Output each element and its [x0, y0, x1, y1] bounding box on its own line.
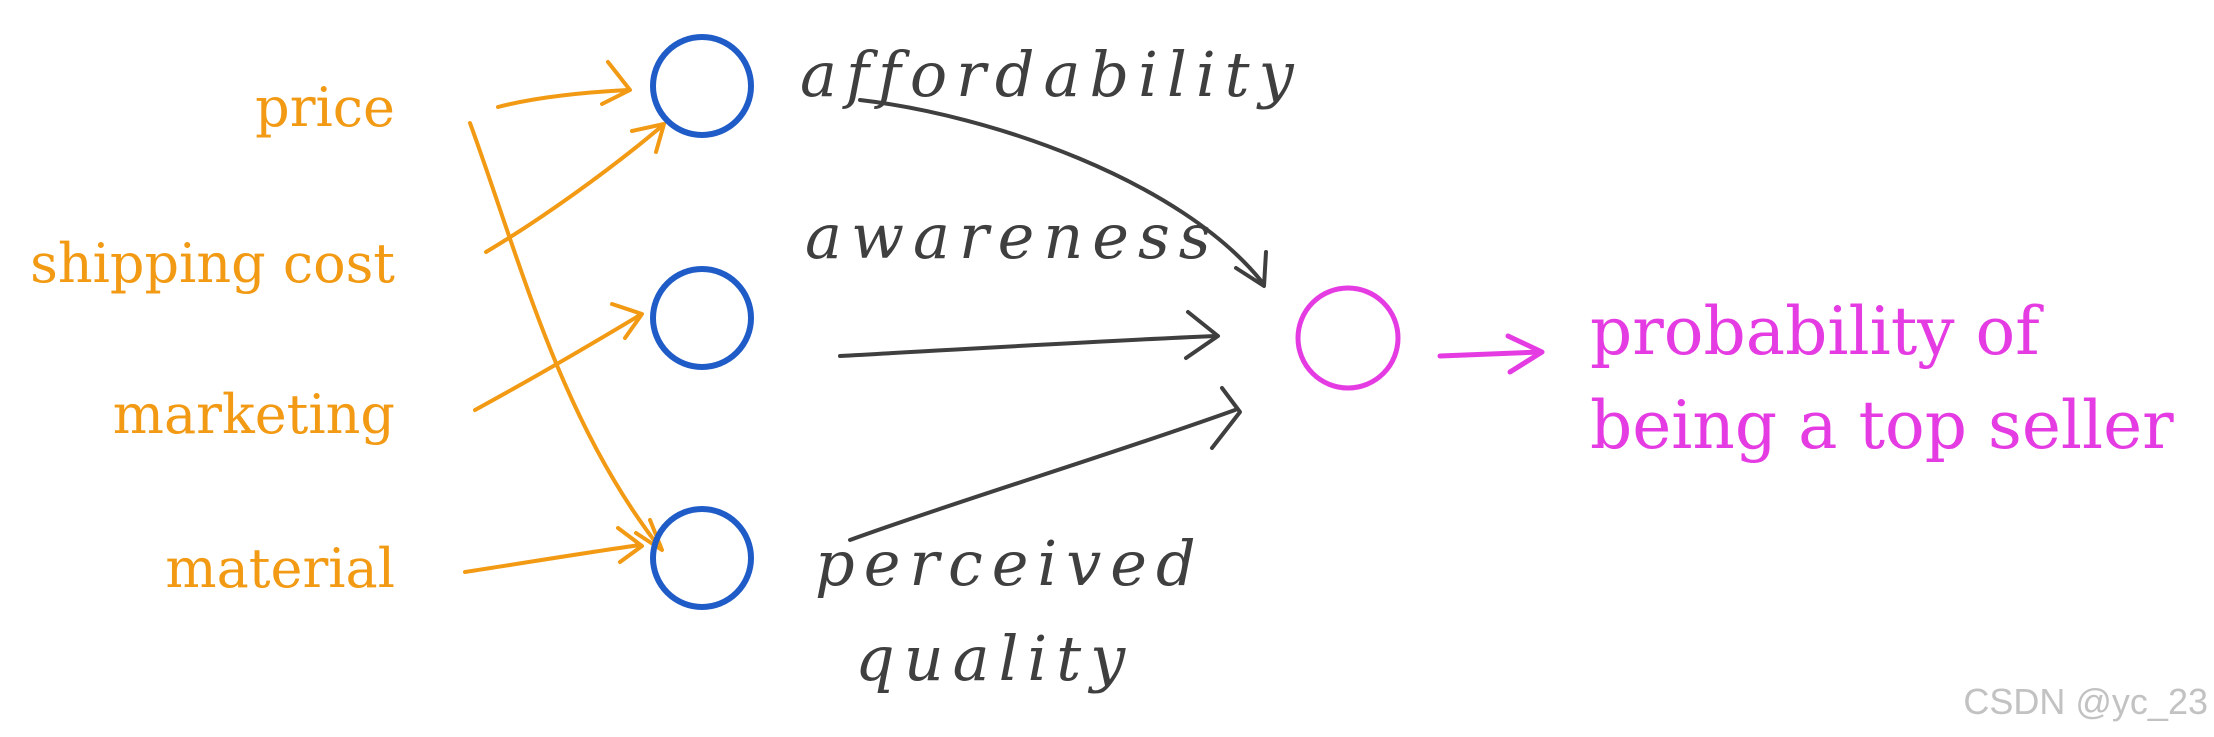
hidden-label-awareness: awareness — [805, 200, 1220, 273]
hidden-node-perceived-quality — [650, 506, 754, 610]
arrow-head — [616, 526, 644, 564]
output-label-line1: probability of — [1590, 293, 2044, 370]
arrow-head — [634, 518, 664, 552]
arrow-material-to-perceived — [463, 543, 642, 574]
arrow-head — [1234, 250, 1268, 288]
hidden-node-awareness — [650, 266, 754, 370]
hidden-label-perceived: perceived — [815, 527, 1205, 600]
hidden-arrows — [838, 98, 1268, 542]
arrow-head — [1210, 386, 1242, 450]
watermark: CSDN @yc_23 — [1963, 681, 2208, 722]
input-label-price: price — [255, 76, 395, 139]
arrow-head — [630, 122, 666, 154]
arrow-output — [1437, 349, 1543, 359]
input-label-marketing: marketing — [113, 383, 395, 446]
output-node — [1295, 285, 1401, 391]
arrow-price-to-perceived — [468, 121, 662, 550]
arrow-awareness-to-output — [838, 334, 1217, 358]
hidden-node-affordability — [650, 34, 754, 138]
hidden-label-quality: quality — [855, 622, 1134, 695]
arrow-price-to-affordability — [496, 88, 630, 109]
arrow-shipping-to-affordability — [484, 124, 664, 254]
input-arrows — [463, 60, 666, 574]
hidden-label-affordability: affordability — [800, 38, 1303, 111]
output-label-line2: being a top seller — [1590, 387, 2174, 464]
arrow-output-head — [1505, 333, 1545, 375]
arrow-perceived-to-output — [848, 408, 1237, 542]
input-label-material: material — [165, 537, 395, 600]
arrow-affordability-to-output — [858, 98, 1264, 284]
input-label-shipping-cost: shipping cost — [30, 232, 395, 295]
arrow-marketing-to-awareness — [473, 313, 642, 412]
arrow-head — [600, 60, 632, 106]
arrow-head — [1184, 310, 1220, 360]
arrow-head — [610, 302, 644, 340]
